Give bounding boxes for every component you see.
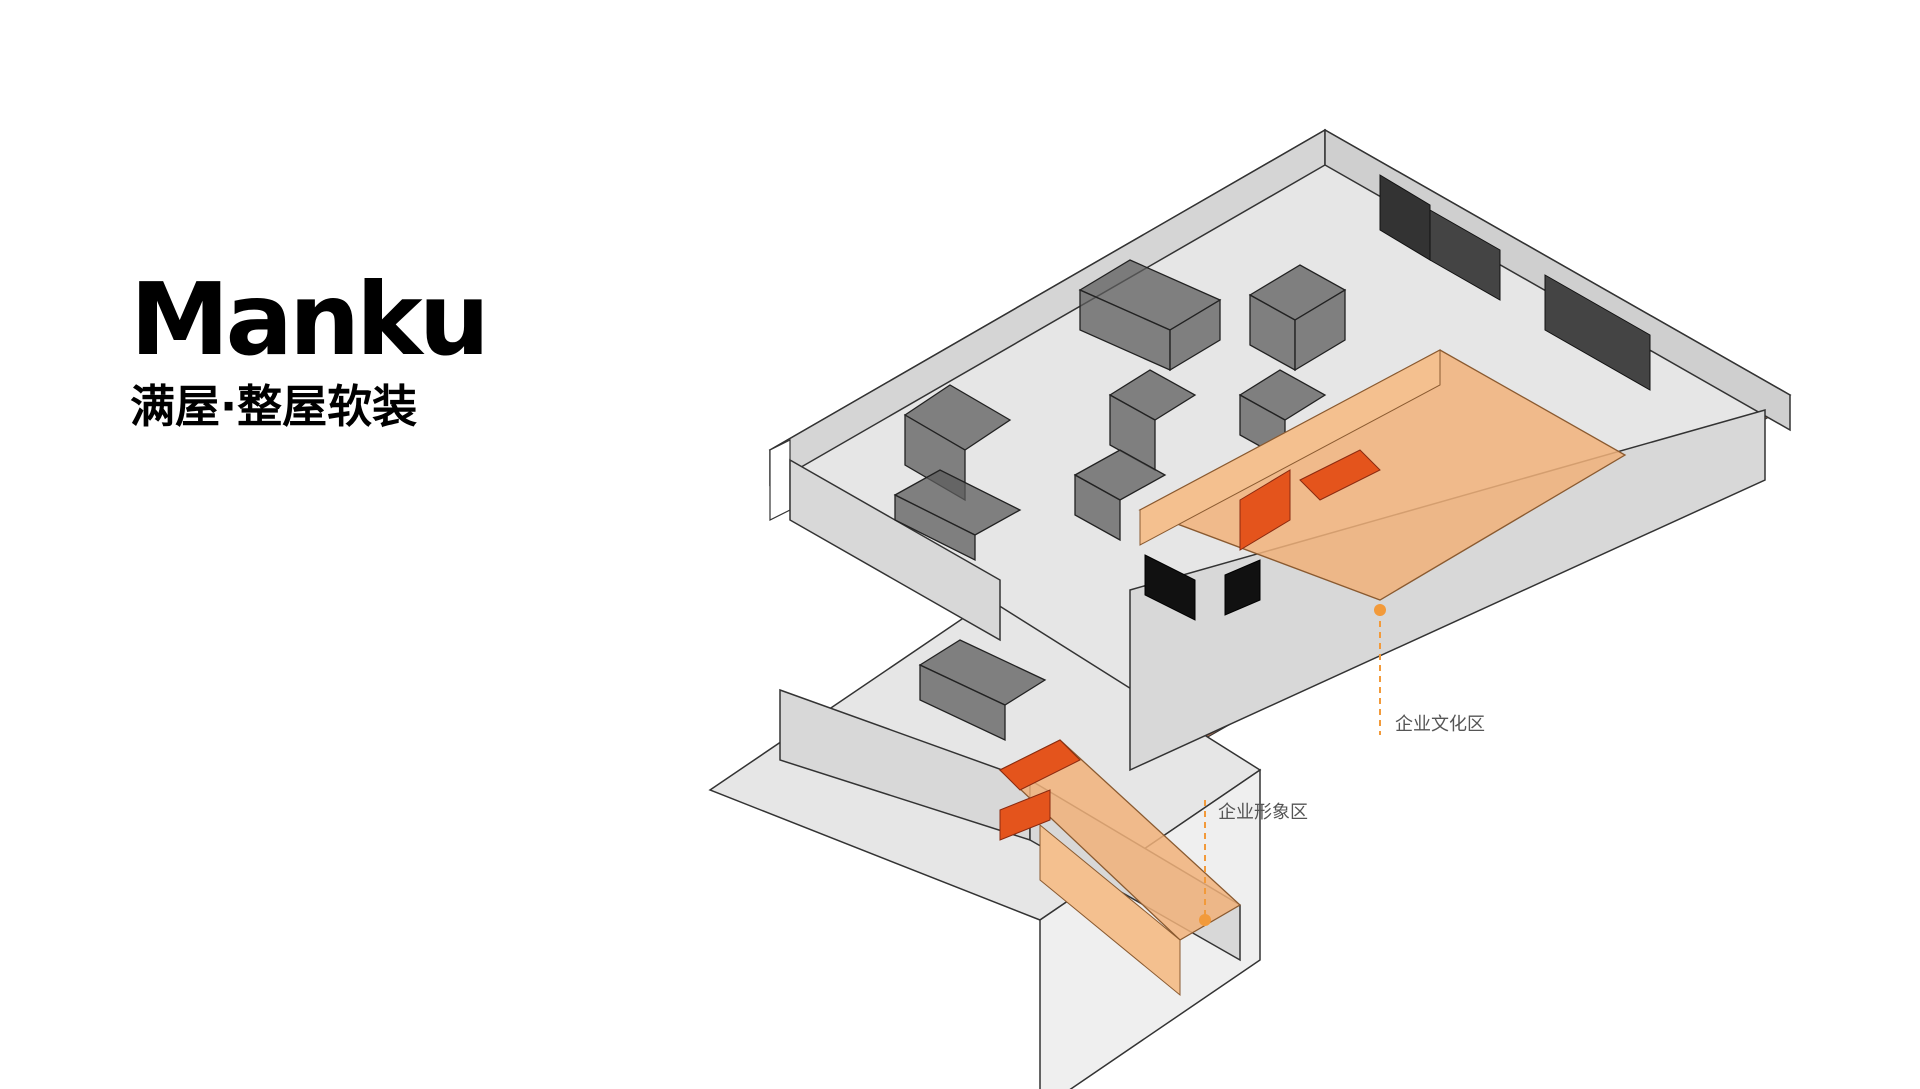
brand-name: Manku: [130, 261, 490, 378]
display-panels: [1144, 554, 1261, 621]
image-zone-area: [998, 739, 1242, 997]
brand-logo: Manku 满屋·整屋软装: [130, 261, 490, 433]
brand-subtitle: 满屋·整屋软装: [130, 380, 418, 433]
callout-leaders: [1199, 604, 1386, 926]
culture-zone-area: [1138, 349, 1627, 601]
image-zone-label: 企业形象区: [1218, 802, 1308, 823]
culture-zone-label: 企业文化区: [1395, 714, 1485, 735]
glass-rooms: [893, 259, 1347, 742]
window-strips: [1379, 174, 1651, 391]
